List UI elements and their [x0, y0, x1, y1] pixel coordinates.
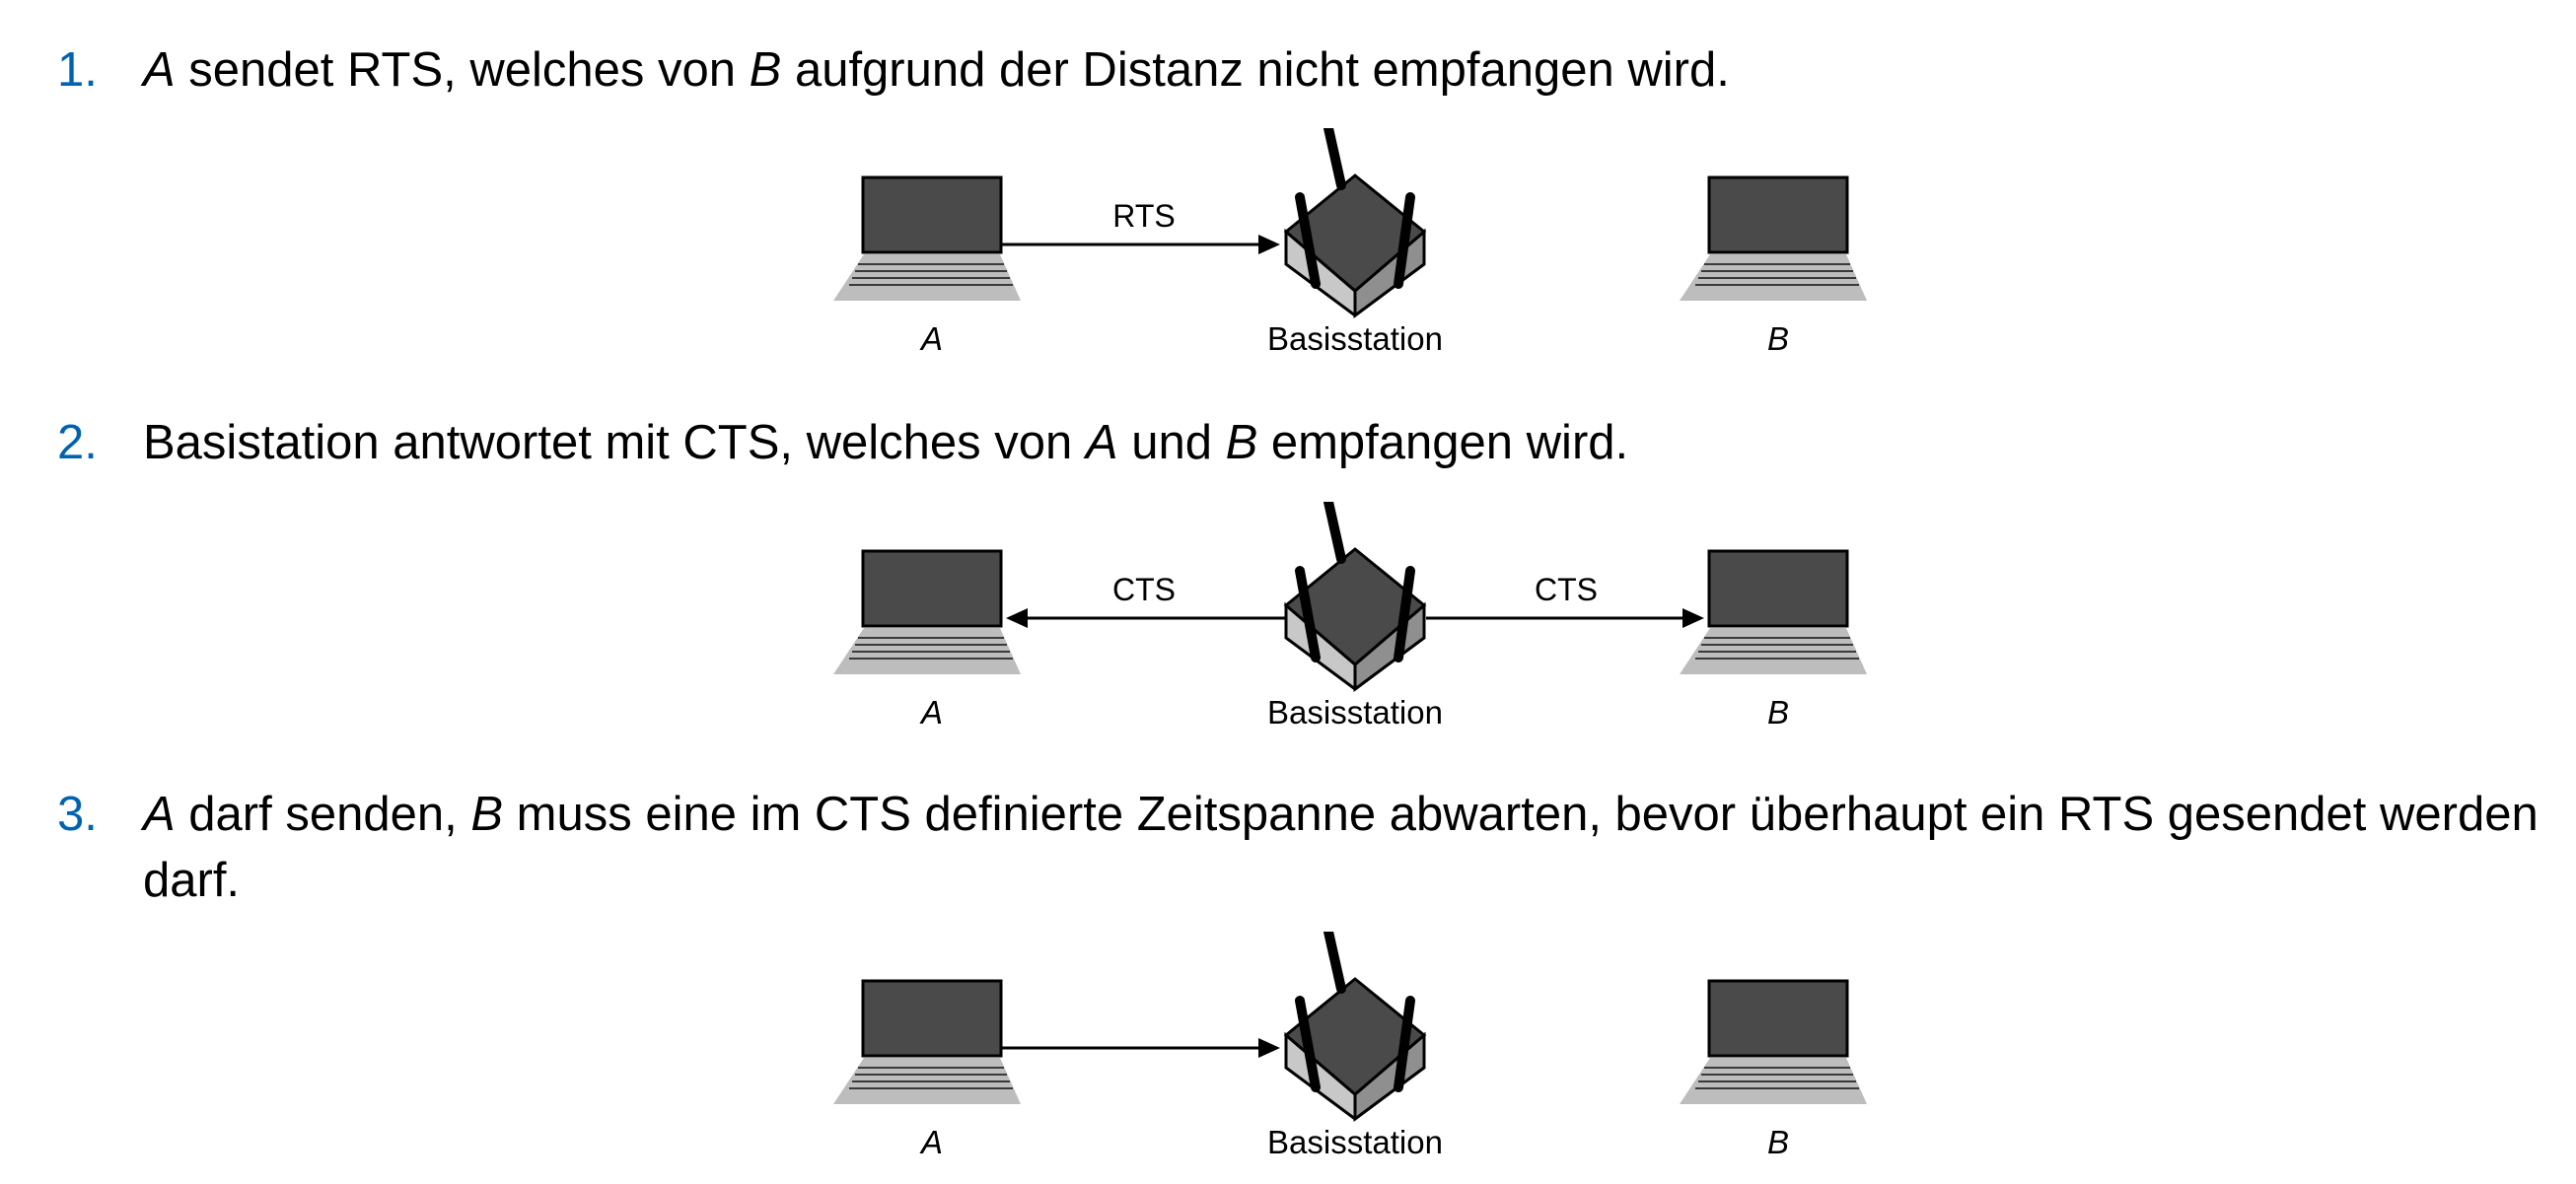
node-label-a: A — [919, 1124, 943, 1160]
step-number: 2. — [57, 416, 98, 469]
arrow-a-to-base — [1001, 1038, 1280, 1058]
diagram-step-1: RTS A Basisstation B — [833, 128, 1867, 357]
message-label: CTS — [1535, 572, 1598, 607]
diagram-step-3: A Basisstation B — [833, 932, 1867, 1160]
node-label-b: B — [1767, 320, 1789, 357]
laptop-icon — [1680, 175, 1867, 301]
node-label-b: B — [1767, 694, 1789, 731]
step-text-part: und — [1117, 416, 1226, 469]
wireless-router-icon — [1283, 502, 1427, 692]
step-number: 3. — [57, 788, 98, 841]
diagram-step-2: CTS CTS A Basisstation B — [833, 502, 1867, 731]
laptop-icon — [1680, 549, 1867, 674]
node-label-base: Basisstation — [1267, 320, 1443, 357]
node-b-ref: B — [749, 43, 782, 97]
node-label-b: B — [1767, 1124, 1789, 1160]
node-label-a: A — [919, 694, 943, 731]
step-text: A sendet RTS, welches von B aufgrund der… — [143, 37, 2549, 104]
node-b-ref: B — [1225, 416, 1258, 469]
step-text-part: sendet RTS, welches von — [175, 43, 750, 97]
step-text-part: aufgrund der Distanz nicht empfangen wir… — [781, 43, 1730, 97]
node-label-a: A — [919, 320, 943, 357]
laptop-icon — [833, 549, 1021, 674]
step-text-part: darf senden, — [175, 788, 471, 841]
laptop-icon — [833, 979, 1021, 1104]
arrow-base-to-a — [1006, 608, 1285, 628]
step-text: A darf senden, B muss eine im CTS defini… — [143, 782, 2549, 914]
step-text-part: Basistation antwortet mit CTS, welches v… — [143, 416, 1086, 469]
arrow-a-to-base — [1001, 235, 1280, 254]
step-text-part: empfangen wird. — [1257, 416, 1629, 469]
node-b-ref: B — [470, 788, 504, 841]
node-a-ref: A — [1085, 416, 1118, 469]
step-number: 1. — [57, 43, 98, 97]
message-label: RTS — [1112, 198, 1175, 234]
wireless-router-icon — [1283, 932, 1427, 1122]
arrow-base-to-b — [1426, 608, 1704, 628]
node-label-base: Basisstation — [1267, 694, 1443, 731]
laptop-icon — [1680, 979, 1867, 1104]
node-label-base: Basisstation — [1267, 1124, 1443, 1160]
message-label: CTS — [1112, 572, 1176, 607]
node-a-ref: A — [143, 43, 176, 97]
laptop-icon — [833, 175, 1021, 301]
wireless-router-icon — [1283, 128, 1427, 318]
node-a-ref: A — [143, 788, 176, 841]
step-text: Basistation antwortet mit CTS, welches v… — [143, 410, 2549, 476]
step-text-part: muss eine im CTS definierte Zeitspanne a… — [143, 788, 2539, 907]
